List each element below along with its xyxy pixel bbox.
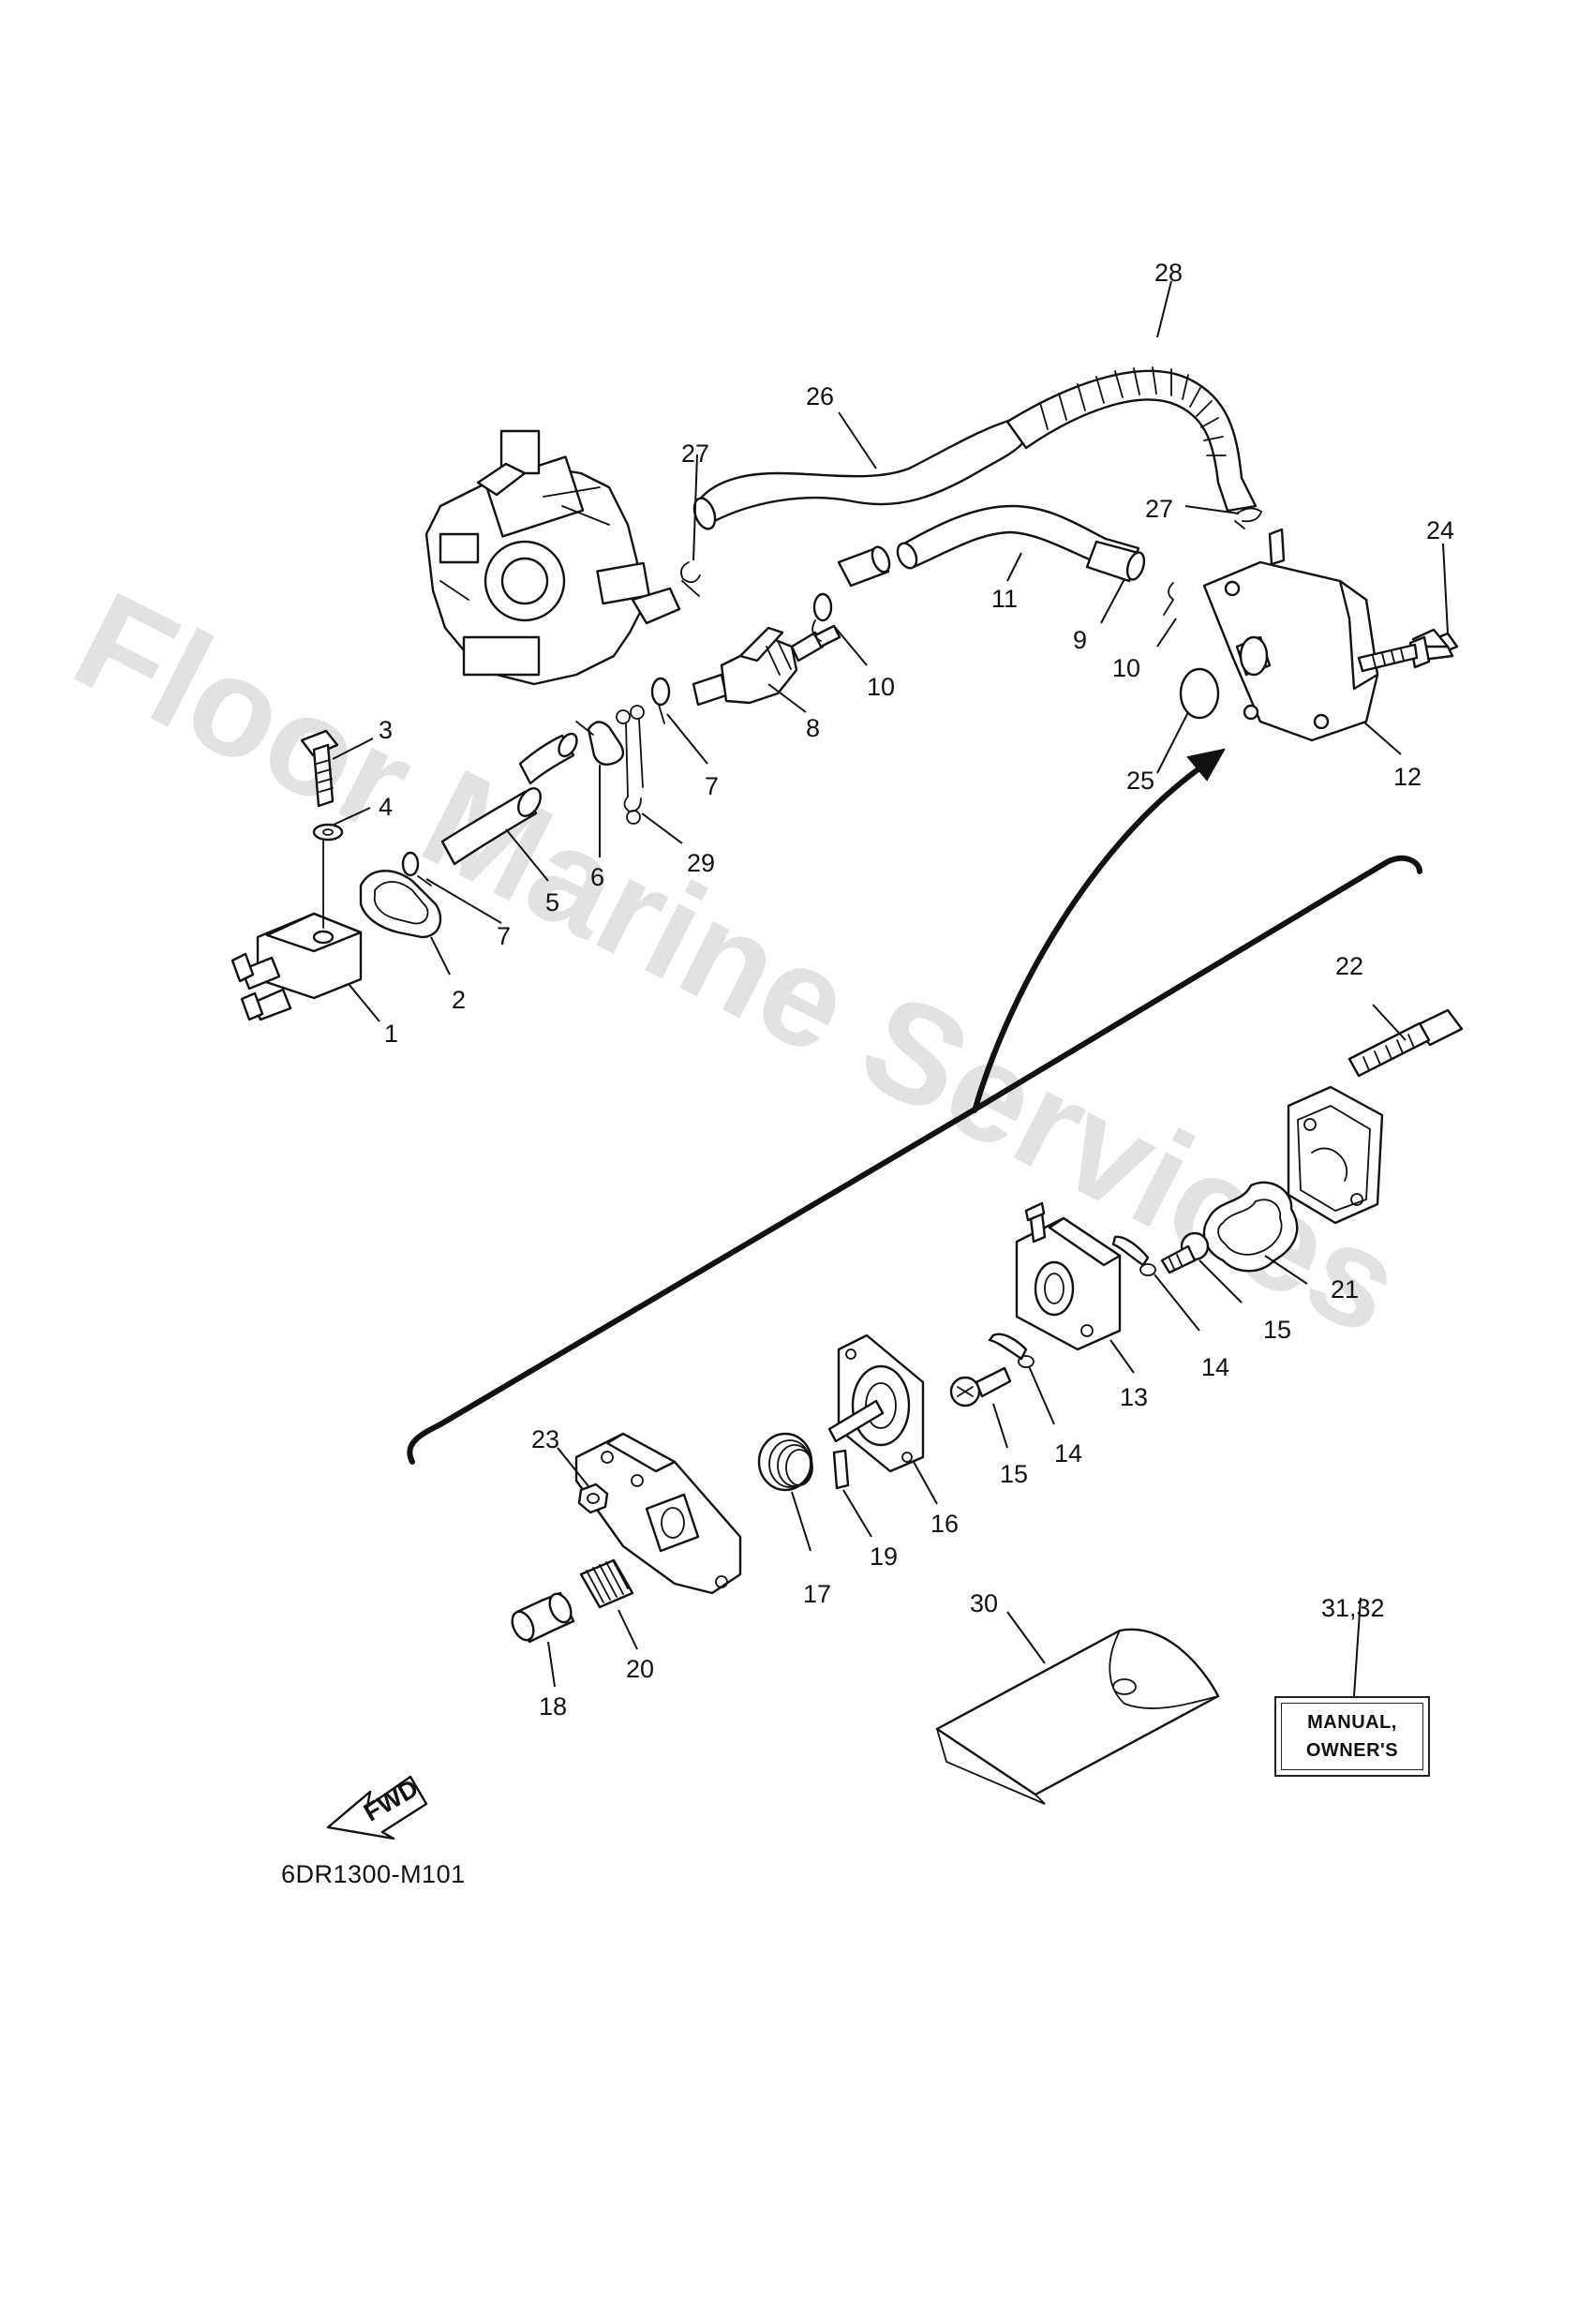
valve-14-lower bbox=[988, 1333, 1028, 1361]
pump-body-13 bbox=[1015, 1201, 1122, 1351]
fwd-arrow-icon: FWD bbox=[326, 1774, 428, 1840]
callout-16: 16 bbox=[930, 1510, 959, 1538]
callout-1: 1 bbox=[384, 1020, 398, 1048]
fuel-joint-1 bbox=[231, 912, 363, 1021]
pin-19 bbox=[832, 1449, 850, 1490]
o-ring-25 bbox=[1179, 667, 1220, 720]
callout-8: 8 bbox=[806, 714, 820, 742]
callout-24: 24 bbox=[1426, 516, 1454, 544]
callout-27-right: 27 bbox=[1145, 495, 1173, 523]
callout-20: 20 bbox=[626, 1655, 654, 1683]
nut-23 bbox=[577, 1482, 609, 1514]
spring-17 bbox=[757, 1432, 813, 1492]
owners-manual-box: MANUAL, OWNER'S bbox=[1274, 1696, 1430, 1777]
spring-20 bbox=[579, 1558, 634, 1609]
callout-21: 21 bbox=[1331, 1275, 1359, 1304]
callout-22: 22 bbox=[1335, 952, 1363, 980]
diaphragm-plate-16 bbox=[827, 1333, 925, 1473]
manual-line-1: MANUAL, bbox=[1307, 1712, 1397, 1733]
callout-15-lower: 15 bbox=[1000, 1460, 1028, 1488]
detail-divider bbox=[407, 855, 1422, 1465]
tube-9 bbox=[1085, 540, 1140, 583]
screw-15-lower bbox=[949, 1366, 1012, 1408]
hose-5 bbox=[440, 790, 538, 866]
parts-bag-30 bbox=[935, 1628, 1220, 1805]
callout-31-32: 31,32 bbox=[1321, 1594, 1385, 1622]
callout-3: 3 bbox=[379, 716, 393, 744]
lower-housing bbox=[574, 1432, 742, 1595]
fuel-pump-12 bbox=[1202, 528, 1379, 742]
carburetor-assembly bbox=[424, 429, 681, 686]
callout-4: 4 bbox=[379, 793, 393, 821]
clip-27-upper bbox=[680, 561, 701, 597]
callout-11: 11 bbox=[991, 585, 1018, 613]
plug-18 bbox=[511, 1591, 575, 1644]
clamp-6 bbox=[587, 721, 625, 766]
diaphragm-21 bbox=[1202, 1181, 1299, 1273]
callout-26: 26 bbox=[806, 382, 834, 410]
callout-27-upper: 27 bbox=[681, 439, 709, 468]
callout-6: 6 bbox=[590, 863, 604, 891]
diagram-code: 6DR1300-M101 bbox=[281, 1860, 466, 1888]
callout-10-right: 10 bbox=[1112, 654, 1140, 682]
callout-25: 25 bbox=[1126, 767, 1154, 795]
callout-2: 2 bbox=[452, 986, 466, 1014]
hose-26 bbox=[696, 415, 1029, 527]
callout-18: 18 bbox=[539, 1692, 567, 1721]
callout-10-left: 10 bbox=[867, 673, 895, 701]
callout-7-upper: 7 bbox=[705, 772, 719, 800]
callout-28: 28 bbox=[1154, 259, 1183, 287]
clip-10-left bbox=[812, 592, 833, 622]
callout-7-lower: 7 bbox=[497, 922, 511, 950]
corrugated-hose-28 bbox=[1005, 366, 1258, 513]
callout-12: 12 bbox=[1393, 763, 1422, 791]
screw-15-upper bbox=[1160, 1231, 1210, 1274]
clip-10-right bbox=[1163, 582, 1174, 616]
leader-lines bbox=[332, 280, 1449, 1697]
clip-7-upper bbox=[650, 677, 671, 707]
owners-manual-inner: MANUAL, OWNER'S bbox=[1281, 1703, 1423, 1770]
callout-9: 9 bbox=[1073, 626, 1087, 654]
callout-30: 30 bbox=[970, 1589, 998, 1617]
gasket-2 bbox=[359, 870, 442, 939]
callout-23: 23 bbox=[531, 1425, 559, 1453]
callout-19: 19 bbox=[870, 1542, 898, 1571]
callout-5: 5 bbox=[545, 888, 559, 916]
clip-7-lower bbox=[401, 851, 420, 877]
callout-14-lower: 14 bbox=[1054, 1439, 1082, 1467]
bolt-3 bbox=[300, 729, 339, 808]
clip-29 bbox=[616, 705, 645, 825]
detail-arrow bbox=[972, 766, 1202, 1113]
detail-arrow-head bbox=[1186, 748, 1226, 782]
callout-labels: 1 2 3 4 5 6 7 7 8 9 10 10 11 12 13 14 14… bbox=[379, 259, 1454, 1721]
manual-line-2: OWNER'S bbox=[1305, 1740, 1399, 1761]
cover-plate bbox=[1287, 1085, 1384, 1225]
washer-4 bbox=[312, 823, 344, 842]
callout-13: 13 bbox=[1120, 1383, 1148, 1411]
pipe-11 bbox=[902, 504, 1140, 575]
callout-14-upper: 14 bbox=[1201, 1353, 1229, 1381]
bolt-22 bbox=[1347, 1008, 1464, 1078]
bolt-24 bbox=[1357, 628, 1459, 673]
callout-29: 29 bbox=[687, 849, 715, 877]
clip-27-right bbox=[1234, 507, 1263, 529]
fuel-filter-8 bbox=[692, 624, 841, 707]
callout-17: 17 bbox=[803, 1580, 831, 1608]
callout-15-upper: 15 bbox=[1263, 1316, 1291, 1344]
